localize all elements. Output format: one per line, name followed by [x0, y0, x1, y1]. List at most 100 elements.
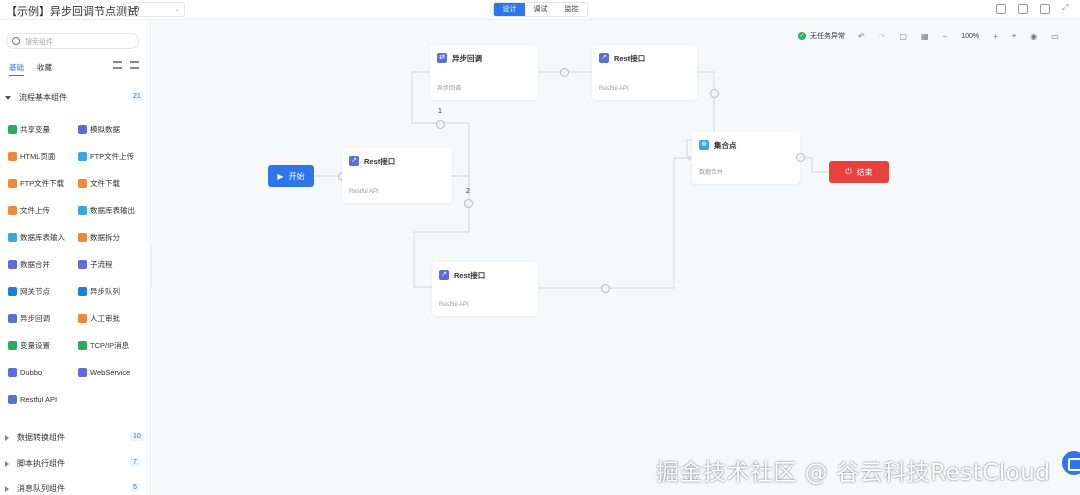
end-label: 结束 [856, 167, 873, 177]
component-icon [8, 205, 17, 215]
node-port[interactable] [601, 284, 610, 293]
component-icon [78, 367, 87, 377]
layout-icon[interactable]: ▦ [920, 31, 929, 41]
group-count: 10 [130, 432, 144, 441]
node-subtitle: Restful API [349, 189, 379, 195]
node-port[interactable] [464, 199, 473, 208]
component-label: 异步回调 [20, 313, 50, 323]
node-title: Rest接口 [614, 54, 646, 63]
arrow-icon [688, 155, 693, 161]
component-icon [8, 151, 17, 161]
flow-node-rest-1[interactable]: ↗ Rest接口 Restful API [342, 148, 452, 203]
component-item[interactable]: 文件上传 [2, 200, 68, 220]
component-icon [78, 151, 87, 161]
caret-right-icon [5, 485, 9, 492]
tab-favorites[interactable]: 收藏 [37, 63, 52, 72]
zoom-in-icon[interactable]: + [993, 31, 998, 41]
component-label: FTP文件上传 [90, 151, 135, 161]
flow-node-async-callback[interactable]: ⇄ 异步回调 异步回调 [430, 45, 538, 100]
component-item[interactable]: 异步队列 [72, 281, 138, 301]
tab-monitor[interactable]: 监控 [564, 6, 579, 13]
grid-view-icon[interactable] [130, 61, 139, 69]
edge-gather-end [802, 157, 829, 173]
flow-canvas[interactable]: ✓ 无任务异常 ↶ ↷ ▢ ▦ − 100% + ⌖ ◉ ▭ ▶ 开始 ↗ Re… [152, 20, 1080, 495]
node-title: 异步回调 [452, 54, 482, 63]
component-icon [78, 259, 87, 269]
component-item[interactable]: Restful API [2, 389, 68, 409]
node-title: Rest接口 [364, 157, 396, 166]
node-port[interactable] [710, 89, 719, 98]
component-item[interactable]: 数据合并 [2, 254, 68, 274]
group-basic-components[interactable]: 流程基本组件 [5, 92, 67, 103]
component-item[interactable]: 数据拆分 [72, 227, 138, 247]
component-icon [78, 313, 87, 323]
tab-debug[interactable]: 调试 [533, 6, 548, 13]
tab-design[interactable]: 设计 [494, 3, 525, 16]
version-select[interactable]: 1.0 ⌄ [123, 2, 185, 17]
component-item[interactable]: 文件下载 [72, 173, 138, 193]
component-item[interactable]: WebService [72, 362, 138, 382]
tab-basic[interactable]: 基础 [9, 62, 24, 76]
group-count: 21 [130, 92, 144, 101]
component-item[interactable]: FTP文件上传 [72, 146, 138, 166]
flow-node-gather[interactable]: ⊕ 集合点 数据合并 [692, 132, 800, 184]
component-label: Dubbo [20, 367, 43, 377]
node-port[interactable] [436, 120, 445, 129]
fullscreen-icon[interactable]: ⤢ [1062, 3, 1069, 12]
component-item[interactable]: 数据库表输出 [72, 200, 138, 220]
mode-switch: 设计 调试 监控 [493, 2, 588, 17]
group-label: 消息队列组件 [17, 484, 65, 493]
start-node[interactable]: ▶ 开始 [268, 165, 314, 187]
component-item[interactable]: 模拟数据 [72, 119, 138, 139]
group-script[interactable]: 脚本执行组件 [5, 458, 65, 469]
edge-rest2-gather [538, 157, 692, 289]
caret-down-icon [5, 95, 11, 100]
play-icon: ▶ [277, 171, 284, 181]
list-view-icon[interactable] [113, 61, 122, 69]
top-actions: ⤢ [996, 4, 1072, 14]
document-icon[interactable] [1040, 4, 1050, 14]
component-item[interactable]: 数据库表输入 [2, 227, 68, 247]
component-item[interactable]: 共享变量 [2, 119, 68, 139]
component-item[interactable]: 变量设置 [2, 335, 68, 355]
component-icon [78, 340, 87, 350]
fit-icon[interactable]: ⌖ [1011, 31, 1017, 40]
component-label: 数据拆分 [90, 232, 120, 242]
canvas-toolbar: ↶ ↷ ▢ ▦ − 100% + ⌖ ◉ ▭ [858, 31, 1059, 41]
undo-icon[interactable]: ↶ [858, 31, 865, 41]
component-label: 共享变量 [20, 124, 50, 134]
group-mq[interactable]: 消息队列组件 [5, 483, 65, 494]
select-icon[interactable]: ▢ [899, 31, 907, 41]
zoom-level: 100% [961, 32, 980, 40]
end-node[interactable]: ⏻ 结束 [829, 161, 889, 183]
locate-icon[interactable]: ◉ [1030, 31, 1038, 41]
search-input[interactable]: 搜索组件 [6, 33, 139, 49]
component-item[interactable]: Dubbo [2, 362, 68, 382]
component-item[interactable]: 异步回调 [2, 308, 68, 328]
minimap-icon[interactable]: ▭ [1051, 31, 1059, 41]
node-port[interactable] [560, 68, 569, 77]
help-icon[interactable] [1062, 451, 1080, 475]
redo-icon[interactable]: ↷ [878, 31, 886, 41]
flow-node-rest-3[interactable]: ↗ Rest接口 Restful API [432, 262, 538, 316]
component-item[interactable]: HTML页面 [2, 146, 68, 166]
node-port[interactable] [796, 153, 805, 162]
merge-icon: ⊕ [699, 140, 709, 150]
component-icon [78, 178, 87, 188]
component-item[interactable]: FTP文件下载 [2, 173, 68, 193]
component-label: 变量设置 [20, 340, 50, 350]
component-icon [8, 232, 17, 242]
flow-node-rest-2[interactable]: ↗ Rest接口 Restful API [592, 45, 697, 100]
zoom-out-icon[interactable]: − [942, 31, 948, 41]
component-icon [78, 232, 87, 242]
component-item[interactable]: 子流程 [72, 254, 138, 274]
component-icon [8, 394, 17, 404]
component-item[interactable]: TCP/IP消息 [72, 335, 138, 355]
save-icon[interactable] [996, 4, 1006, 14]
group-data-transform[interactable]: 数据转换组件 [5, 432, 65, 443]
component-item[interactable]: 网关节点 [2, 281, 68, 301]
api-icon: ↗ [439, 270, 449, 280]
save-as-icon[interactable] [1018, 4, 1028, 14]
component-item[interactable]: 人工审批 [72, 308, 138, 328]
node-subtitle: Restful API [439, 302, 469, 308]
